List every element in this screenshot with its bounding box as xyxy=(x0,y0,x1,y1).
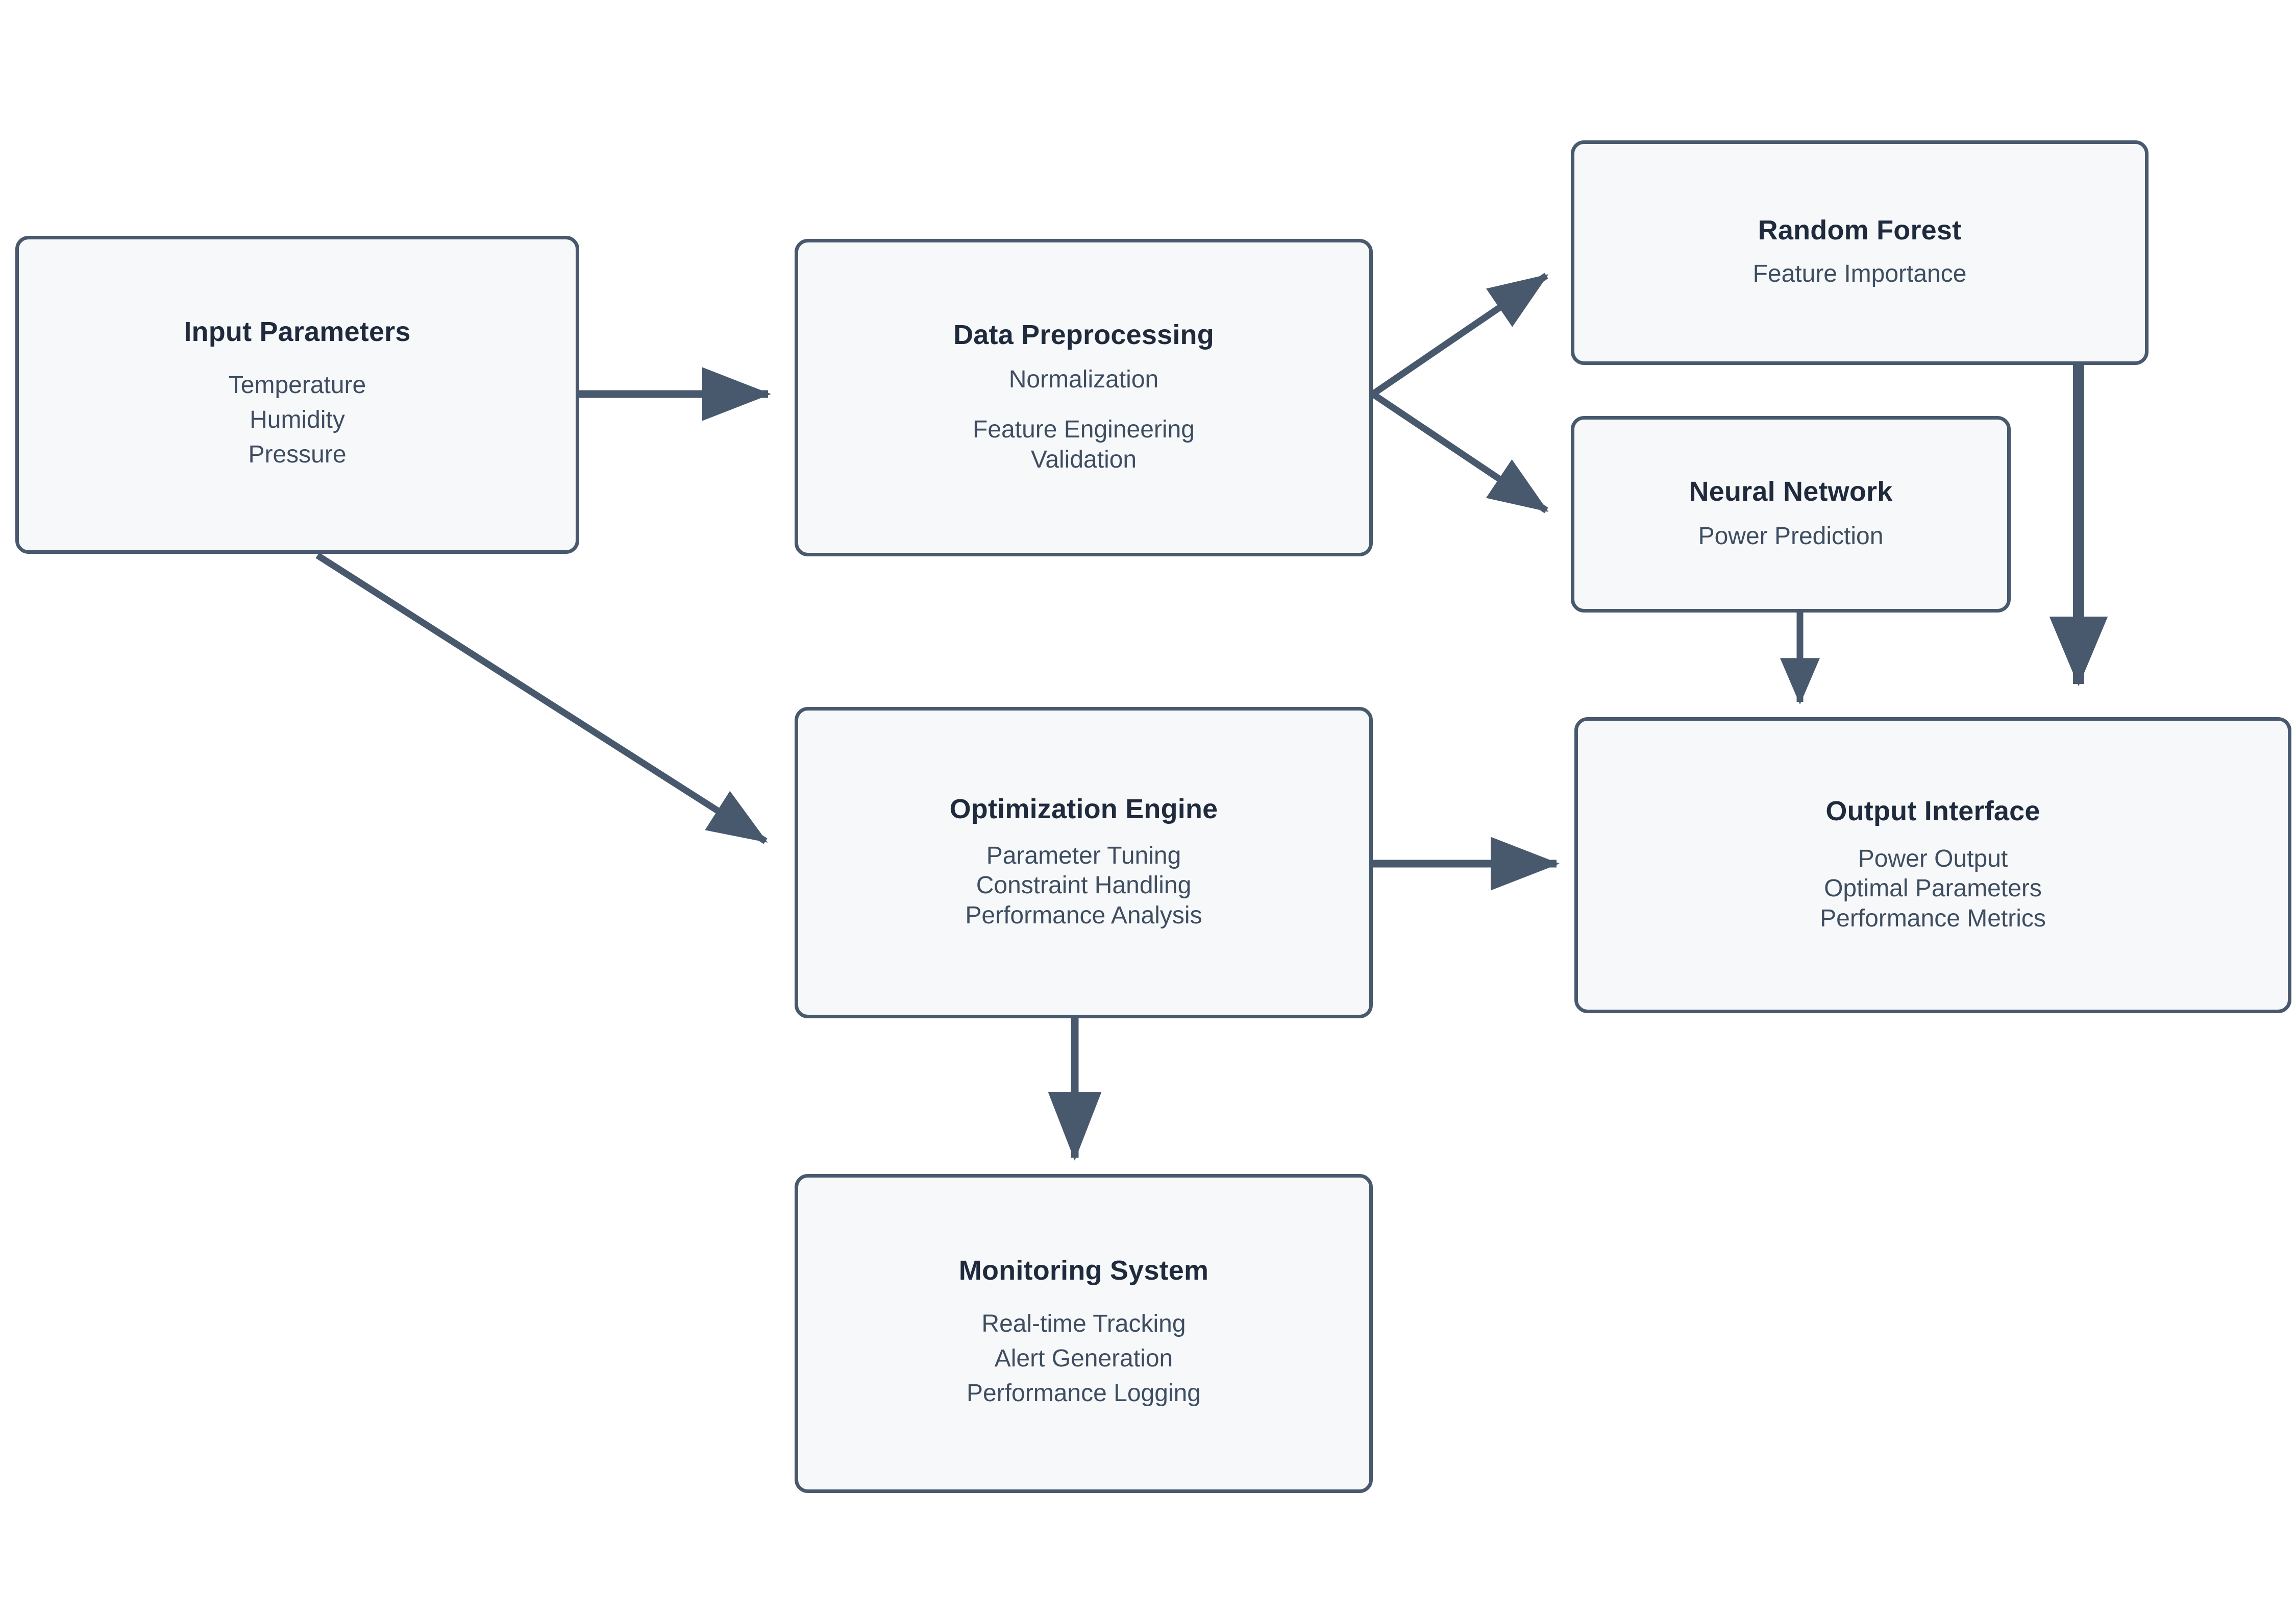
node-monitoring-system[interactable]: Monitoring System Real-time Tracking Ale… xyxy=(795,1174,1373,1493)
node-detail-line: Power Output xyxy=(1858,845,2008,872)
node-title: Output Interface xyxy=(1825,795,2040,826)
node-detail-line: Real-time Tracking xyxy=(981,1310,1186,1337)
edge-preprocessing-to-random-forest xyxy=(1371,273,1549,397)
node-detail-line: Feature Engineering xyxy=(973,416,1195,444)
node-neural-network[interactable]: Neural Network Power Prediction xyxy=(1571,416,2011,613)
node-title: Monitoring System xyxy=(958,1255,1209,1286)
node-detail-list: Parameter Tuning Constraint Handling Per… xyxy=(965,841,1202,931)
node-detail-line: Constraint Handling xyxy=(976,872,1192,899)
node-title: Neural Network xyxy=(1689,476,1893,507)
node-detail-line: Temperature xyxy=(228,371,366,399)
node-detail-line: Normalization xyxy=(1008,365,1159,393)
edge-preprocessing-to-neural-network xyxy=(1371,391,1549,513)
node-output-interface[interactable]: Output Interface Power Output Optimal Pa… xyxy=(1574,717,2291,1013)
node-detail-list: Normalization Feature Engineering Valida… xyxy=(973,365,1195,475)
node-detail-line: Feature Importance xyxy=(1752,260,1967,288)
node-random-forest[interactable]: Random Forest Feature Importance xyxy=(1571,140,2149,365)
node-detail-list: Temperature Humidity Pressure xyxy=(229,368,366,472)
node-title: Data Preprocessing xyxy=(953,319,1214,350)
node-detail-list: Feature Importance xyxy=(1753,259,1967,289)
node-detail-line: Optimal Parameters xyxy=(1824,875,2042,902)
edge-input-to-optimization xyxy=(315,552,768,844)
node-title: Random Forest xyxy=(1758,215,1962,246)
node-optimization-engine[interactable]: Optimization Engine Parameter Tuning Con… xyxy=(795,707,1373,1018)
node-detail-list: Real-time Tracking Alert Generation Perf… xyxy=(967,1307,1201,1411)
node-detail-line: Alert Generation xyxy=(994,1344,1173,1372)
node-detail-list: Power Prediction xyxy=(1698,522,1884,552)
node-detail-line: Parameter Tuning xyxy=(986,842,1181,869)
node-detail-line: Humidity xyxy=(250,406,345,433)
node-data-preprocessing[interactable]: Data Preprocessing Normalization Feature… xyxy=(795,239,1373,556)
node-detail-line: Pressure xyxy=(248,441,347,468)
node-title: Optimization Engine xyxy=(949,793,1218,824)
node-input-parameters[interactable]: Input Parameters Temperature Humidity Pr… xyxy=(15,236,579,554)
node-detail-line: Validation xyxy=(1030,446,1137,473)
node-detail-list: Power Output Optimal Parameters Performa… xyxy=(1820,844,2046,934)
node-detail-line: Performance Logging xyxy=(967,1379,1201,1407)
node-detail-line: Performance Metrics xyxy=(1820,904,2046,932)
node-title: Input Parameters xyxy=(184,316,411,347)
node-detail-line: Power Prediction xyxy=(1698,522,1884,550)
node-detail-line: Performance Analysis xyxy=(965,901,1202,929)
